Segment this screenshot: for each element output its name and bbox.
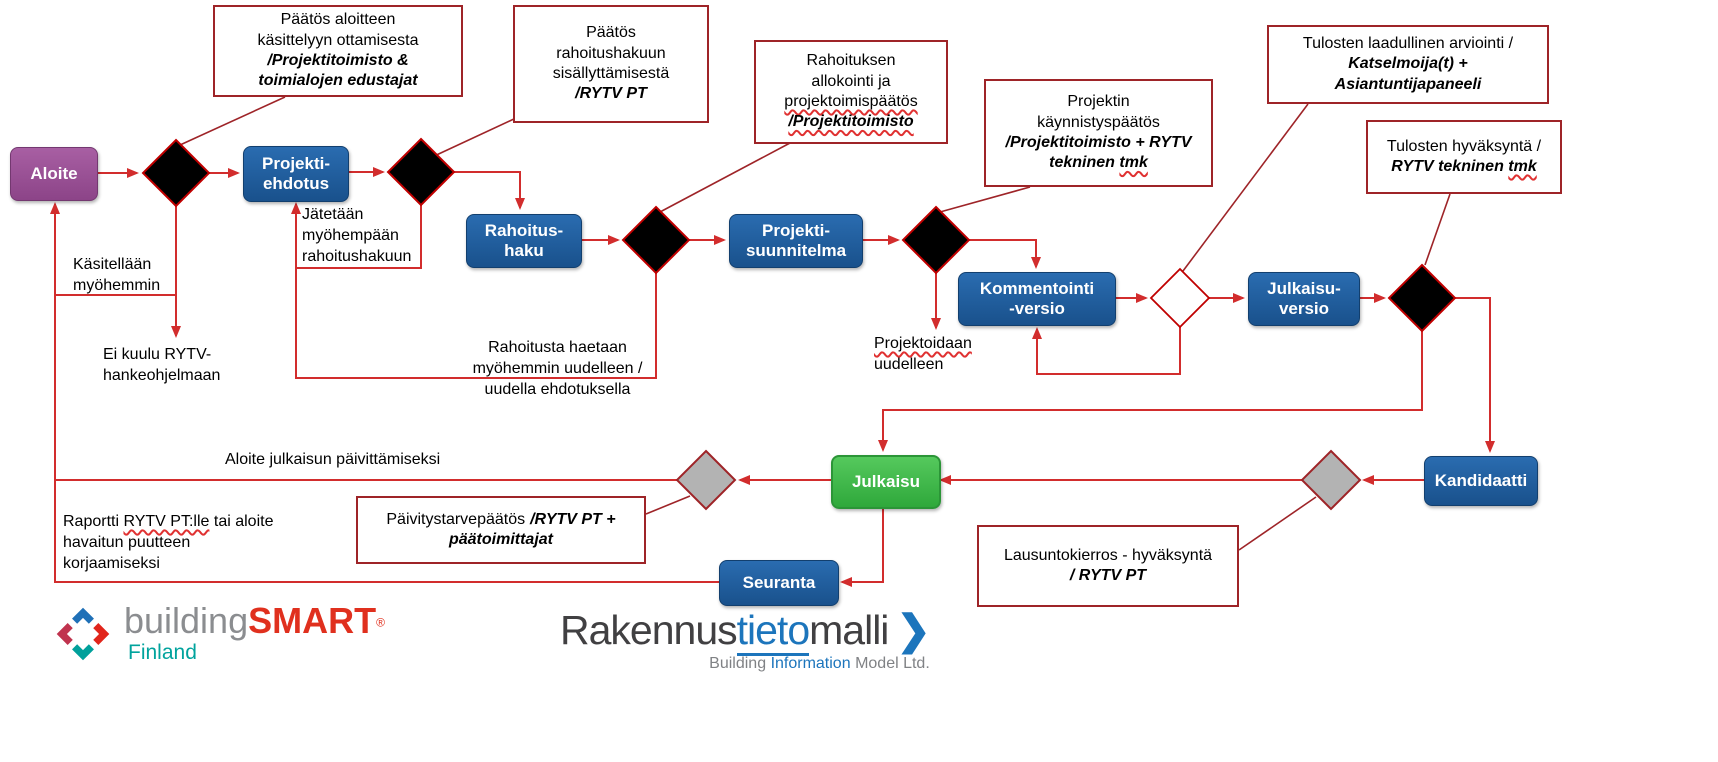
node-kommentointiversio: Kommentointi -versio [958,272,1116,326]
logo-word-smart: SMART [248,600,377,641]
annotation-role-spellflag: tmk [1119,154,1148,172]
annotation-text: Päätös aloitteen käsittelyyn ottamisesta [257,11,419,49]
label-projektoidaan-uudelleen: Projektoidaan uudelleen [874,334,1004,376]
label-rahoitusta-haetaan: Rahoitusta haetaan myöhemmin uudelleen /… [472,339,643,398]
rakennustietomalli-subtitle: Building Information Model Ltd. [560,655,930,673]
arrow-review-loop-kommentointi [1032,327,1181,375]
label-part: Raportti [63,513,124,530]
annotation-role: /RYTV PT + päätoimittajat [448,510,616,548]
logo-word-malli: malli [809,607,889,653]
buildingsmart-wordmark: buildingSMART® Finland [124,603,385,665]
arrow-d5-julkaisu [878,331,1423,452]
logo-word-tieto: tieto [736,607,810,656]
buildingsmart-icon [56,607,110,661]
decision-diamond-3 [621,205,691,275]
annotation-tulosten-laadullinen-arviointi: Tulosten laadullinen arviointi / Katselm… [1267,25,1549,104]
node-kandidaatti: Kandidaatti [1424,456,1538,506]
label-jatetaan-myohempaan: Jätetään myöhempään rahoitushakuun [302,206,412,265]
annotation-role: /Projektitoimisto + RYTV tekninen tmk [1006,133,1192,174]
logo-word-finland: Finland [128,641,197,664]
lausuntokierros-diamond [1300,449,1362,511]
annotation-role: / RYTV PT [1069,567,1147,584]
decision-diamond-2 [386,137,456,207]
node-julkaisuversio: Julkaisu- versio [1248,272,1360,326]
label-spellflag: Projektoidaan [874,335,972,352]
annotation-paatos-aloitteen: Päätös aloitteen käsittelyyn ottamisesta… [213,5,463,97]
line-seuranta-loop-aloite [54,480,719,583]
annotation-paivitystarvepaatos: Päivitystarvepäätös/RYTV PT + päätoimitt… [356,496,646,564]
annotation-projektin-kaynnistyspaatos: Projektin käynnistyspäätös /Projektitoim… [984,79,1213,187]
rakennustietomalli-logo: Rakennustietomalli❯ Building Information… [560,607,931,673]
annotation-text: Rahoituksen allokointi ja projektoimispä… [764,51,938,112]
annotation-text: Projektin käynnistyspäätös [1037,93,1160,131]
node-seuranta: Seuranta [719,560,839,606]
node-rahoitushaku: Rahoitus- haku [466,214,582,268]
annotation-text: Tulosten hyväksyntä / [1386,137,1542,155]
arrow-d3-loop-projektiehdotus [291,202,657,379]
node-projektisuunnitelma: Projekti- suunnitelma [729,214,863,268]
subtitle-word: Building [709,655,767,672]
arrow-julkaisu-seuranta [840,506,884,587]
annotation-text: Päivitystarvepäätös/RYTV PT + päätoimitt… [386,510,615,551]
label-ei-kuulu-rytv: Ei kuulu RYTV- hankeohjelmaan [103,346,221,384]
node-projekti-ehdotus: Projekti- ehdotus [243,146,349,202]
decision-diamond-5 [1387,263,1457,333]
subtitle-word: Information [770,655,851,672]
leader-a8-lausunto [1238,496,1317,551]
label-kasitellaan-myohemmin: Käsitellään myöhemmin [73,256,161,294]
subtitle-word: Model Ltd. [855,655,930,672]
label-part: uudelleen [874,355,944,373]
arrow-d5-kandidaatti [1455,297,1495,453]
decision-diamonds [141,137,1457,511]
chevron-right-icon: ❯ [896,607,930,653]
annotation-role: /Projektitoimisto [788,113,914,131]
node-julkaisu: Julkaisu [831,455,941,509]
annotation-tulosten-hyvaksynta: Tulosten hyväksyntä / RYTV tekninen tmk [1366,120,1562,194]
leader-a3-d3 [659,142,791,213]
annotation-text: Tulosten laadullinen arviointi / [1302,34,1514,52]
leader-a7-paivitys [645,495,691,515]
rakennustietomalli-wordmark: Rakennustietomalli❯ [560,607,931,656]
annotation-lausuntokierros: Lausuntokierros - hyväksyntä / RYTV PT [977,525,1239,607]
paivitystarve-diamond [675,449,737,511]
label-part: tai aloite havaitun puutteen korjaamisek… [63,513,274,572]
annotation-text-part: Päivitystarvepäätös [386,510,526,528]
annotation-rahoituksen-allokointi: Rahoituksen allokointi ja projektoimispä… [754,40,948,144]
annotation-role-spellflag: tmk [1508,158,1537,175]
label-spellflag: RYTV PT:lle [123,513,210,530]
leader-a4-d4 [939,186,1031,213]
leader-a6-d5 [1424,193,1451,266]
logo-word-building: building [124,600,249,641]
registered-mark: ® [376,615,385,630]
annotation-leaders [179,96,1451,551]
leader-a1-d1 [179,96,286,146]
arrow-d2-rahoitushaku [454,171,525,210]
leader-a5-review [1182,103,1309,272]
buildingsmart-logo: buildingSMART® Finland [52,603,385,665]
annotation-text: Päätös rahoitushakuun sisällyttämisestä [552,24,670,82]
annotation-text-part: Rahoituksen allokointi ja [806,52,896,90]
annotation-role-part: RYTV tekninen [1391,158,1509,175]
annotation-role: Katselmoija(t) + Asiantuntijapaneeli [1334,55,1482,93]
review-diamond [1149,267,1211,329]
annotation-role-part: /Projektitoimisto + RYTV tekninen [1005,134,1192,172]
node-aloite: Aloite [10,147,98,201]
label-raportti-rytv: Raportti RYTV PT:lle tai aloite havaitun… [63,512,303,574]
annotation-text-spellflag: projektoimispäätös [784,93,918,110]
logo-word-rakennus: Rakennus [560,607,738,653]
annotation-role: /RYTV PT [575,85,647,103]
flow-arrows [50,167,1495,587]
arrow-d4-kommentointiversio [969,239,1041,269]
decision-diamond-4 [901,205,971,275]
annotation-paatos-rahoitushakuun: Päätös rahoitushakuun sisällyttämisestä … [513,5,709,123]
label-aloite-julkaisun: Aloite julkaisun päivittämiseksi [225,451,441,468]
annotation-role: /Projektitoimisto & toimialojen edustaja… [258,52,418,90]
decision-diamond-1 [141,138,211,208]
annotation-text: Lausuntokierros - hyväksyntä [1003,546,1213,564]
leader-a2-d2 [429,117,517,159]
line-d2-jatetaan-loop [296,205,422,269]
annotation-role: RYTV tekninen tmk [1391,157,1537,177]
